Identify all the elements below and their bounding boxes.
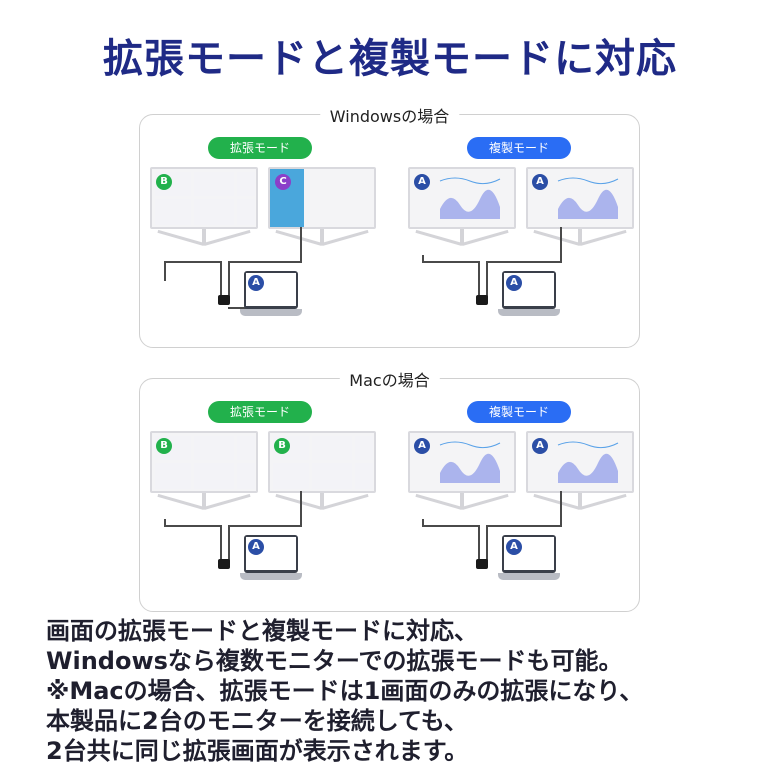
monitor-screen: A — [408, 431, 516, 493]
monitor-a: A — [526, 431, 634, 510]
monitor-screen: A — [526, 431, 634, 493]
badge-b: B — [156, 438, 172, 454]
monitor-screen: C — [268, 167, 376, 229]
usb-hub — [218, 295, 230, 305]
badge-a: A — [506, 539, 522, 555]
badge-a: A — [414, 174, 430, 190]
monitor-screen: B — [150, 431, 258, 493]
description-line: ※Macの場合、拡張モードは1画面のみの拡張になり、 — [46, 677, 644, 705]
badge-b: B — [274, 438, 290, 454]
monitor-b: B — [268, 431, 376, 510]
badge-a: A — [532, 174, 548, 190]
usb-hub — [218, 559, 230, 569]
monitor-a: A — [408, 431, 516, 510]
windows-panel-label: Windowsの場合 — [319, 103, 460, 127]
usb-hub — [476, 559, 488, 569]
monitor-a: A — [526, 167, 634, 246]
mac-duplicate-mode-label: 複製モード — [467, 401, 571, 423]
badge-a: A — [248, 275, 264, 291]
description-line: 本製品に2台のモニターを接続しても、 — [46, 707, 469, 735]
monitor-screen: A — [408, 167, 516, 229]
monitor-b: B — [150, 431, 258, 510]
badge-a: A — [532, 438, 548, 454]
monitor-screen: B — [268, 431, 376, 493]
laptop-a: A — [240, 271, 302, 323]
description-line: 2台共に同じ拡張画面が表示されます。 — [46, 737, 469, 765]
description: 画面の拡張モードと複製モードに対応、 Windowsなら複数モニターでの拡張モー… — [46, 616, 746, 766]
monitor-b: B — [150, 167, 258, 246]
usb-hub — [476, 295, 488, 305]
monitor-screen: A — [526, 167, 634, 229]
windows-duplicate-mode-label: 複製モード — [467, 137, 571, 159]
monitor-screen: B — [150, 167, 258, 229]
description-line: 画面の拡張モードと複製モードに対応、 — [46, 617, 478, 645]
badge-a: A — [414, 438, 430, 454]
page-title: 拡張モードと複製モードに対応 — [103, 36, 677, 82]
laptop-a: A — [240, 535, 302, 587]
windows-panel: Windowsの場合 拡張モード 複製モード B C A — [139, 103, 640, 348]
badge-a: A — [506, 275, 522, 291]
badge-c: C — [275, 174, 291, 190]
badge-a: A — [248, 539, 264, 555]
mac-extended-mode-label: 拡張モード — [208, 401, 312, 423]
monitor-c: C — [268, 167, 376, 246]
windows-extended-mode-label: 拡張モード — [208, 137, 312, 159]
description-line: Windowsなら複数モニターでの拡張モードも可能。 — [46, 647, 623, 675]
laptop-a: A — [498, 271, 560, 323]
badge-b: B — [156, 174, 172, 190]
mac-panel: Macの場合 拡張モード 複製モード B B — [139, 367, 640, 612]
mac-panel-label: Macの場合 — [339, 367, 440, 391]
monitor-a: A — [408, 167, 516, 246]
laptop-a: A — [498, 535, 560, 587]
